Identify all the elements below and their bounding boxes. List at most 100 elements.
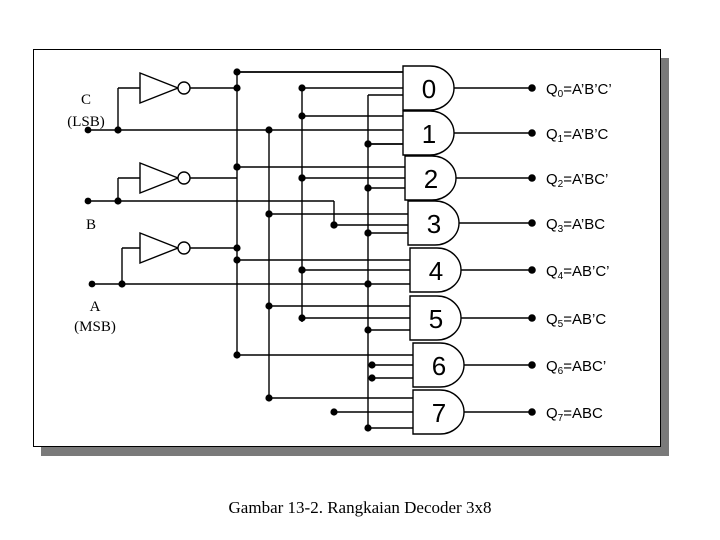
output-dot xyxy=(528,408,536,416)
junction-dot xyxy=(84,126,92,134)
gate-body xyxy=(402,110,455,156)
output-subscript: 1 xyxy=(558,134,564,145)
output-name: Q xyxy=(546,263,558,280)
gate-number: 3 xyxy=(427,209,441,239)
and-gate-0: 0 Q0=A’B’C’ xyxy=(402,65,612,111)
output-label-2: Q2=A’BC’ xyxy=(546,171,608,190)
output-subscript: 5 xyxy=(558,319,564,330)
junction-dot xyxy=(265,210,273,218)
gate-body xyxy=(409,295,462,341)
junction-dot xyxy=(114,197,122,205)
junction-dot xyxy=(298,266,306,274)
output-label-4: Q4=AB’C’ xyxy=(546,263,610,282)
output-name: Q xyxy=(546,81,558,98)
junction-dot xyxy=(364,280,372,288)
junction-dot xyxy=(233,351,241,359)
gate-number: 1 xyxy=(422,119,436,149)
output-dot xyxy=(528,266,536,274)
output-subscript: 6 xyxy=(558,366,564,377)
inverter-triangle xyxy=(139,161,180,195)
junction-dot xyxy=(88,280,96,288)
junction-dot xyxy=(84,197,92,205)
gate-number: 6 xyxy=(432,351,446,381)
junction-dot xyxy=(368,361,376,369)
junction-dot xyxy=(364,140,372,148)
inverter-bubble xyxy=(177,81,191,95)
output-label-0: Q0=A’B’C’ xyxy=(546,81,612,100)
junction-dot xyxy=(298,314,306,322)
gate-body xyxy=(409,247,462,293)
gate-number: 5 xyxy=(429,304,443,334)
output-label-1: Q1=A’B’C xyxy=(546,126,609,145)
output-expression: =A’B’C xyxy=(563,126,608,143)
junction-dot xyxy=(364,184,372,192)
output-expression: =A’BC xyxy=(563,216,605,233)
output-subscript: 3 xyxy=(558,224,564,235)
input-c-label: C xyxy=(81,92,91,108)
inverter-triangle xyxy=(139,71,180,105)
output-subscript: 2 xyxy=(558,179,564,190)
junction-dot xyxy=(233,244,241,252)
output-label-3: Q3=A’BC xyxy=(546,216,605,235)
junction-dot xyxy=(298,174,306,182)
gate-body xyxy=(412,389,465,435)
junction-dot xyxy=(118,280,126,288)
input-a-label: A xyxy=(90,299,101,315)
output-name: Q xyxy=(546,216,558,233)
inverter-triangle xyxy=(139,231,180,265)
junction-dot xyxy=(298,84,306,92)
gate-body xyxy=(404,155,457,201)
input-c-note: (LSB) xyxy=(67,114,105,130)
output-subscript: 7 xyxy=(558,413,564,424)
junction-dot xyxy=(330,221,338,229)
junction-dot xyxy=(233,256,241,264)
junction-dot xyxy=(330,408,338,416)
output-dot xyxy=(528,314,536,322)
output-expression: =A’BC’ xyxy=(563,171,608,188)
junction-dot xyxy=(233,163,241,171)
output-expression: =ABC xyxy=(563,405,603,422)
output-dot xyxy=(528,361,536,369)
gate-number: 4 xyxy=(429,256,443,286)
and-gate-4: 4 Q4=AB’C’ xyxy=(409,247,610,293)
output-name: Q xyxy=(546,405,558,422)
output-label-6: Q6=ABC’ xyxy=(546,358,606,377)
gate-number: 7 xyxy=(432,398,446,428)
output-name: Q xyxy=(546,126,558,143)
gate-body xyxy=(412,342,465,388)
figure-caption: Gambar 13-2. Rangkaian Decoder 3x8 xyxy=(228,498,492,517)
junction-dot xyxy=(265,126,273,134)
junction-dot xyxy=(298,112,306,120)
junction-dots xyxy=(84,68,536,432)
junction-dot xyxy=(265,302,273,310)
gate-number: 0 xyxy=(422,74,436,104)
gate-number: 2 xyxy=(424,164,438,194)
junction-dot xyxy=(364,326,372,334)
gate-body xyxy=(407,200,460,246)
output-dot xyxy=(528,84,536,92)
input-a-note: (MSB) xyxy=(74,319,116,335)
inverter-c xyxy=(139,71,191,105)
junction-dot xyxy=(368,374,376,382)
wires xyxy=(88,71,530,429)
junction-dot xyxy=(265,394,273,402)
junction-dot xyxy=(364,424,372,432)
output-name: Q xyxy=(546,171,558,188)
output-label-5: Q5=AB’C xyxy=(546,311,606,330)
output-label-7: Q7=ABC xyxy=(546,405,603,424)
inverter-a xyxy=(139,231,191,265)
output-expression: =A’B’C’ xyxy=(563,81,612,98)
output-expression: =AB’C’ xyxy=(563,263,609,280)
inverter-bubble xyxy=(177,171,191,185)
output-name: Q xyxy=(546,311,558,328)
output-expression: =ABC’ xyxy=(563,358,606,375)
output-dot xyxy=(528,174,536,182)
inverters xyxy=(139,71,191,265)
